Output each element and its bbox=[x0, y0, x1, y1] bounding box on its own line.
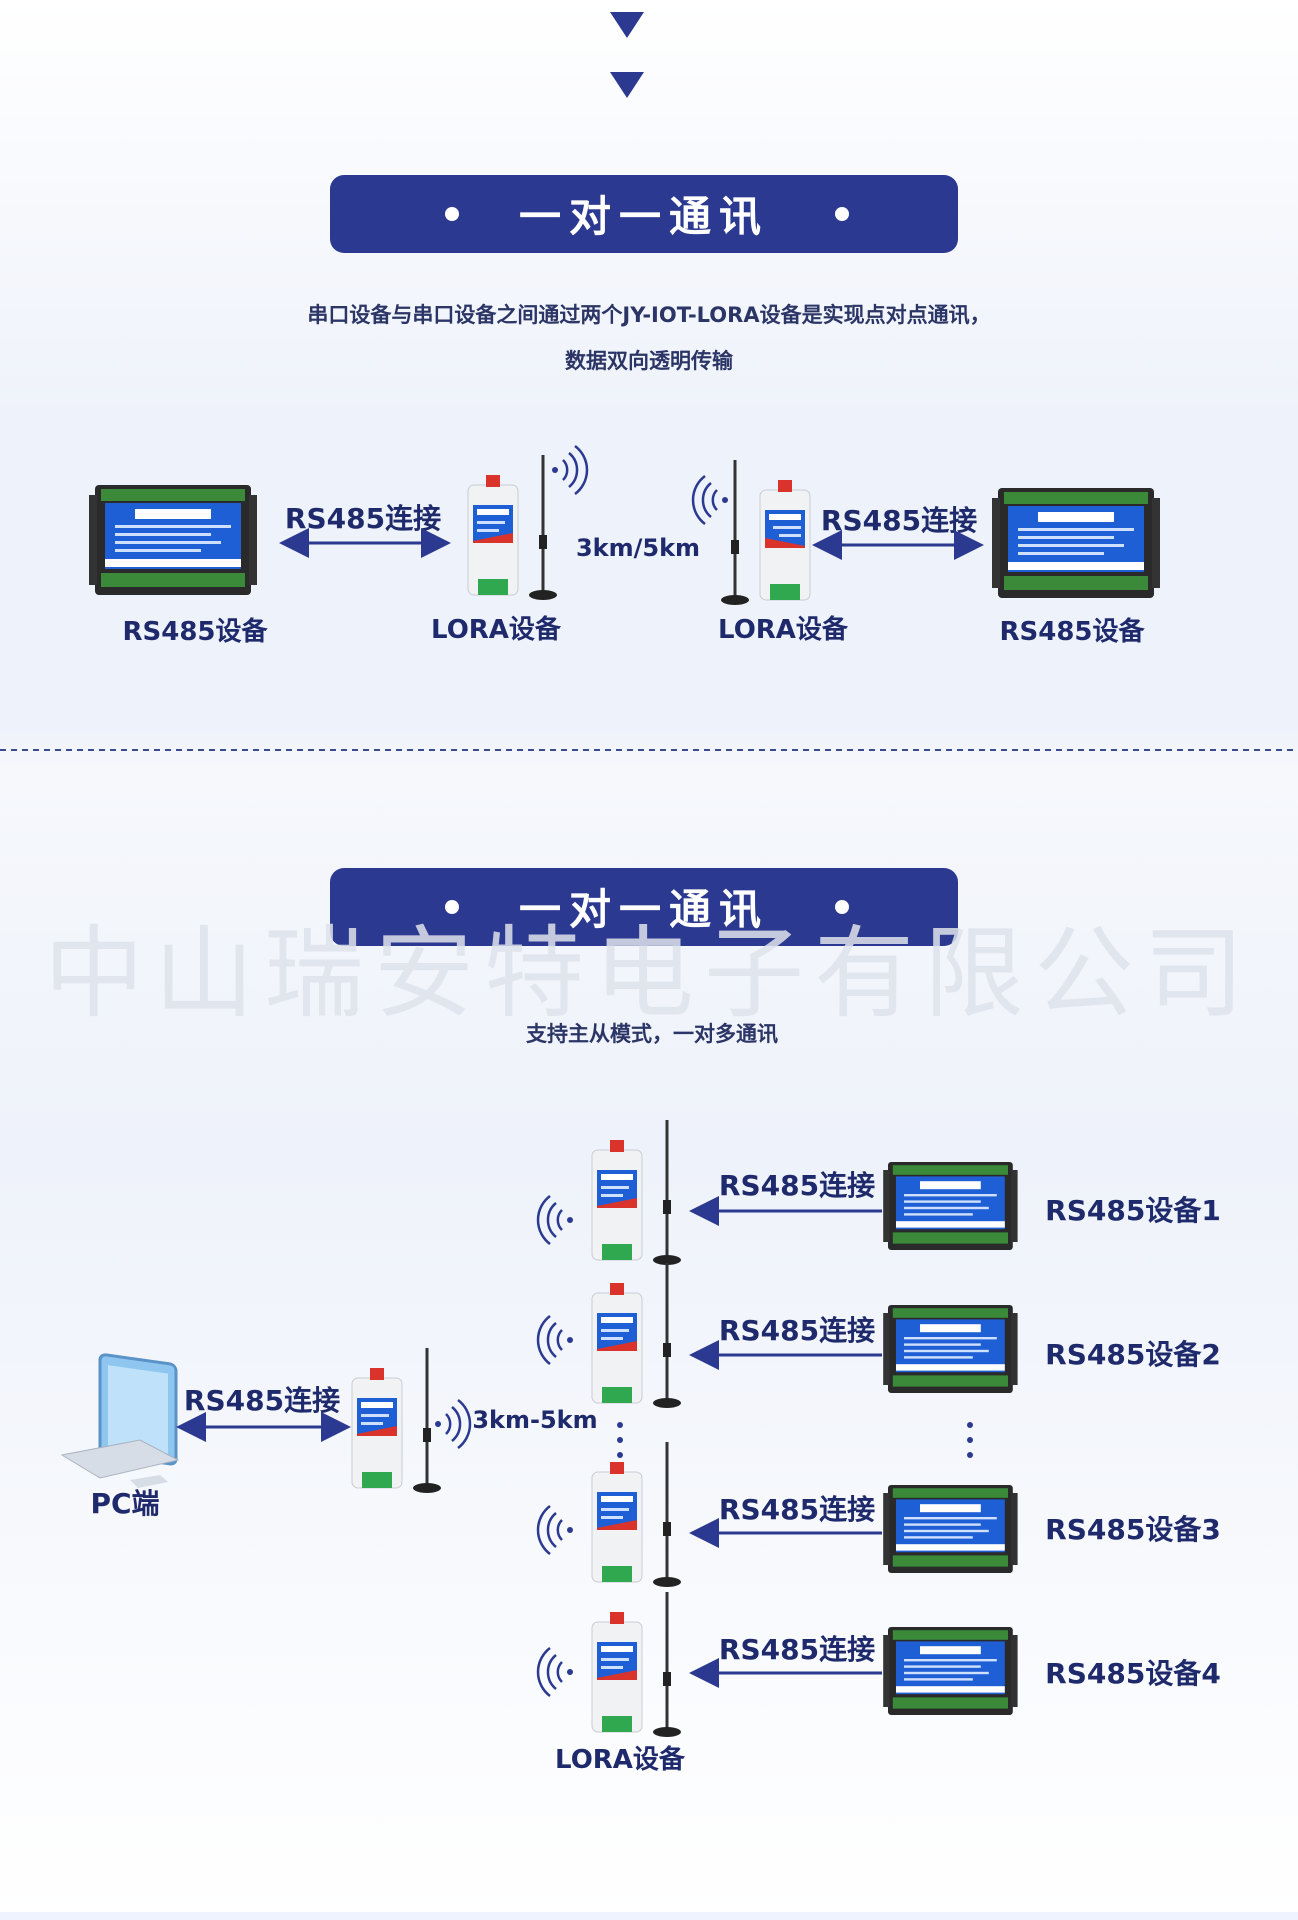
lora-slave-device-image-4 bbox=[590, 1590, 683, 1739]
branch-3-link-label: RS485连接 bbox=[719, 1493, 875, 1526]
bullet-icon bbox=[835, 900, 849, 914]
ellipsis-dot bbox=[617, 1437, 623, 1443]
ellipsis-dot bbox=[967, 1422, 973, 1428]
section-one-to-many: 一对一通讯 中山瑞安特电子有限公司 支持主从模式，一对多通讯 PC端 RS485… bbox=[44, 868, 1254, 1775]
section1-description-line2: 数据双向透明传输 bbox=[565, 349, 734, 373]
section2-banner-title: 一对一通讯 bbox=[519, 885, 769, 934]
ellipsis-dot bbox=[967, 1452, 973, 1458]
section2-banner bbox=[330, 868, 958, 946]
lora-slave-device-image-2 bbox=[590, 1261, 683, 1410]
bullet-icon bbox=[445, 900, 459, 914]
rs485-device-image-left bbox=[89, 485, 257, 595]
branch-4-device-label: RS485设备4 bbox=[1045, 1657, 1221, 1690]
pc-computer-icon bbox=[60, 1353, 180, 1488]
distance-label-2: 3km-5km bbox=[472, 1406, 597, 1434]
left-link-label: RS485连接 bbox=[285, 502, 441, 535]
section1-banner-title: 一对一通讯 bbox=[519, 192, 769, 241]
bullet-icon bbox=[445, 207, 459, 221]
radio-waves-icon bbox=[433, 1398, 472, 1450]
rs485-device-image-4 bbox=[883, 1627, 1018, 1715]
radio-waves-icon bbox=[536, 1194, 575, 1246]
lora-slave-device-image-1 bbox=[590, 1118, 683, 1267]
lora-device-image-left bbox=[466, 453, 559, 602]
distance-label: 3km/5km bbox=[576, 534, 700, 562]
radio-waves-icon bbox=[550, 444, 589, 496]
ellipsis-dot bbox=[617, 1422, 623, 1428]
branch-1-device-label: RS485设备1 bbox=[1045, 1194, 1221, 1227]
lora-master-device-image bbox=[350, 1346, 443, 1495]
lora-device-image-right bbox=[719, 458, 812, 607]
ellipsis-dot bbox=[617, 1452, 623, 1458]
rs485-device-image-1 bbox=[883, 1162, 1018, 1250]
radio-waves-icon bbox=[536, 1314, 575, 1366]
lora-slave-device-image-3 bbox=[590, 1440, 683, 1589]
radio-waves-icon bbox=[691, 474, 730, 526]
rs485-device-image-2 bbox=[883, 1305, 1018, 1393]
branch-2-link-label: RS485连接 bbox=[719, 1314, 875, 1347]
left-device-label: RS485设备 bbox=[122, 617, 268, 647]
section1-description-line1: 串口设备与串口设备之间通过两个JY-IOT-LORA设备是实现点对点通讯， bbox=[307, 303, 990, 327]
company-watermark: 中山瑞安特电子有限公司 bbox=[44, 915, 1254, 1032]
lora-label: LORA设备 bbox=[555, 1745, 686, 1775]
branch-4-link-label: RS485连接 bbox=[719, 1633, 875, 1666]
branch-1-link-label: RS485连接 bbox=[719, 1169, 875, 1202]
right-link-label: RS485连接 bbox=[821, 504, 977, 537]
section1-banner bbox=[330, 175, 958, 253]
right-device-label: RS485设备 bbox=[999, 617, 1145, 647]
branch-3-device-label: RS485设备3 bbox=[1045, 1513, 1221, 1546]
section-one-to-one: 一对一通讯 串口设备与串口设备之间通过两个JY-IOT-LORA设备是实现点对点… bbox=[89, 175, 1160, 647]
rs485-device-image-3 bbox=[883, 1485, 1018, 1573]
bullet-icon bbox=[835, 207, 849, 221]
pc-link-label: RS485连接 bbox=[184, 1384, 340, 1417]
down-chevron-icon bbox=[610, 72, 644, 98]
down-chevron-icon bbox=[610, 12, 644, 38]
ellipsis-dot bbox=[967, 1437, 973, 1443]
rs485-device-image-right bbox=[992, 488, 1160, 598]
radio-waves-icon bbox=[536, 1504, 575, 1556]
lora-left-label: LORA设备 bbox=[431, 615, 562, 645]
section2-description: 支持主从模式，一对多通讯 bbox=[526, 1022, 778, 1046]
pc-label: PC端 bbox=[90, 1487, 159, 1520]
lora-right-label: LORA设备 bbox=[718, 615, 849, 645]
branch-2-device-label: RS485设备2 bbox=[1045, 1338, 1221, 1371]
bottom-accent bbox=[0, 1912, 1298, 1920]
radio-waves-icon bbox=[536, 1646, 575, 1698]
